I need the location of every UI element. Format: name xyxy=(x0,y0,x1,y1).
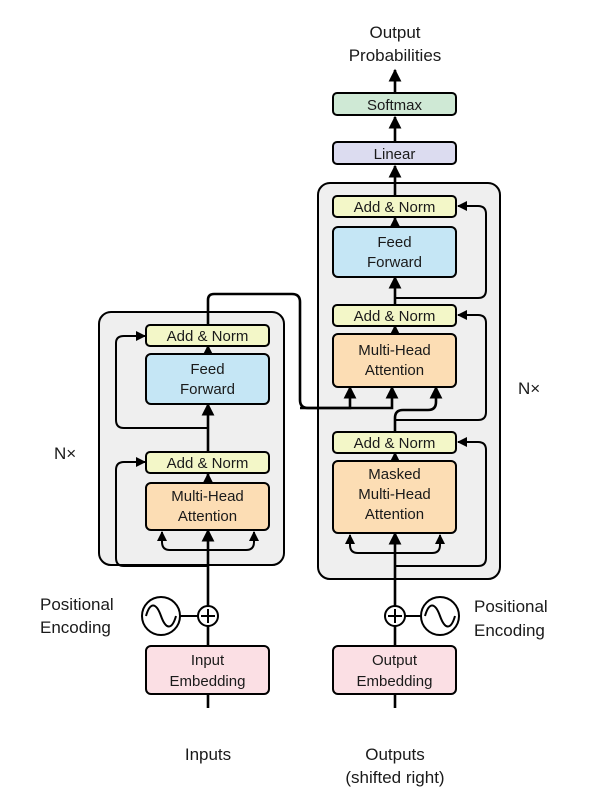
encoder-connections xyxy=(115,292,399,708)
output-embedding-line2: Embedding xyxy=(357,673,433,690)
decoder-nx-label: N× xyxy=(518,379,540,398)
decoder-masked-line3: Attention xyxy=(365,506,424,523)
softmax-block xyxy=(332,92,457,116)
encoder-nx-label: N× xyxy=(54,444,76,463)
input-embedding-line1: Input xyxy=(191,652,225,669)
decoder-masked-multi-head-attention xyxy=(332,460,457,534)
decoder-add-norm-masked-label: Add & Norm xyxy=(354,435,436,452)
linear-label: Linear xyxy=(374,146,416,163)
encoder-positional-line1: Positional xyxy=(40,595,114,614)
output-probabilities-line1: Output xyxy=(369,23,420,42)
decoder-add-icon xyxy=(384,605,406,627)
decoder-connections xyxy=(345,68,487,708)
decoder-ff-line2: Forward xyxy=(367,254,422,271)
decoder-mha-line2: Attention xyxy=(365,362,424,379)
encoder-multi-head-attention xyxy=(145,482,270,531)
decoder-masked-line1: Masked xyxy=(368,466,421,483)
decoder-positional-line2: Encoding xyxy=(474,621,545,640)
decoder-add-norm-masked xyxy=(332,431,457,454)
encoder-add-norm-bottom xyxy=(145,451,270,474)
encoder-add-norm-top-label: Add & Norm xyxy=(167,328,249,345)
encoder-add-norm-bottom-label: Add & Norm xyxy=(167,455,249,472)
decoder-positional-line1: Positional xyxy=(474,597,548,616)
decoder-add-norm-mha xyxy=(332,304,457,327)
decoder-masked-line2: Multi-Head xyxy=(358,486,431,503)
decoder-ff-line1: Feed xyxy=(377,234,411,251)
decoder-add-norm-ff xyxy=(332,195,457,218)
decoder-multi-head-attention xyxy=(332,333,457,388)
inputs-label: Inputs xyxy=(185,745,231,764)
encoder-mha-line1: Multi-Head xyxy=(171,488,244,505)
decoder-positional-encoding-icon xyxy=(420,596,460,636)
input-embedding xyxy=(145,645,270,695)
encoder-ff-line1: Feed xyxy=(190,361,224,378)
decoder-mha-line1: Multi-Head xyxy=(358,342,431,359)
outputs-shifted-label: (shifted right) xyxy=(345,768,444,787)
decoder-feed-forward xyxy=(332,226,457,278)
output-embedding xyxy=(332,645,457,695)
decoder-add-norm-ff-label: Add & Norm xyxy=(354,199,436,216)
encoder-add-icon xyxy=(197,605,219,627)
encoder-ff-line2: Forward xyxy=(180,381,235,398)
encoder-positional-encoding-icon xyxy=(141,596,181,636)
encoder-feed-forward xyxy=(145,353,270,405)
softmax-label: Softmax xyxy=(367,97,423,114)
outputs-label: Outputs xyxy=(365,745,425,764)
decoder-add-norm-mha-label: Add & Norm xyxy=(354,308,436,325)
output-probabilities-line2: Probabilities xyxy=(349,46,442,65)
encoder-mha-line2: Attention xyxy=(178,508,237,525)
encoder-positional-line2: Encoding xyxy=(40,618,111,637)
output-embedding-line1: Output xyxy=(372,652,418,669)
linear-block xyxy=(332,141,457,165)
input-embedding-line2: Embedding xyxy=(170,673,246,690)
encoder-add-norm-top xyxy=(145,324,270,347)
